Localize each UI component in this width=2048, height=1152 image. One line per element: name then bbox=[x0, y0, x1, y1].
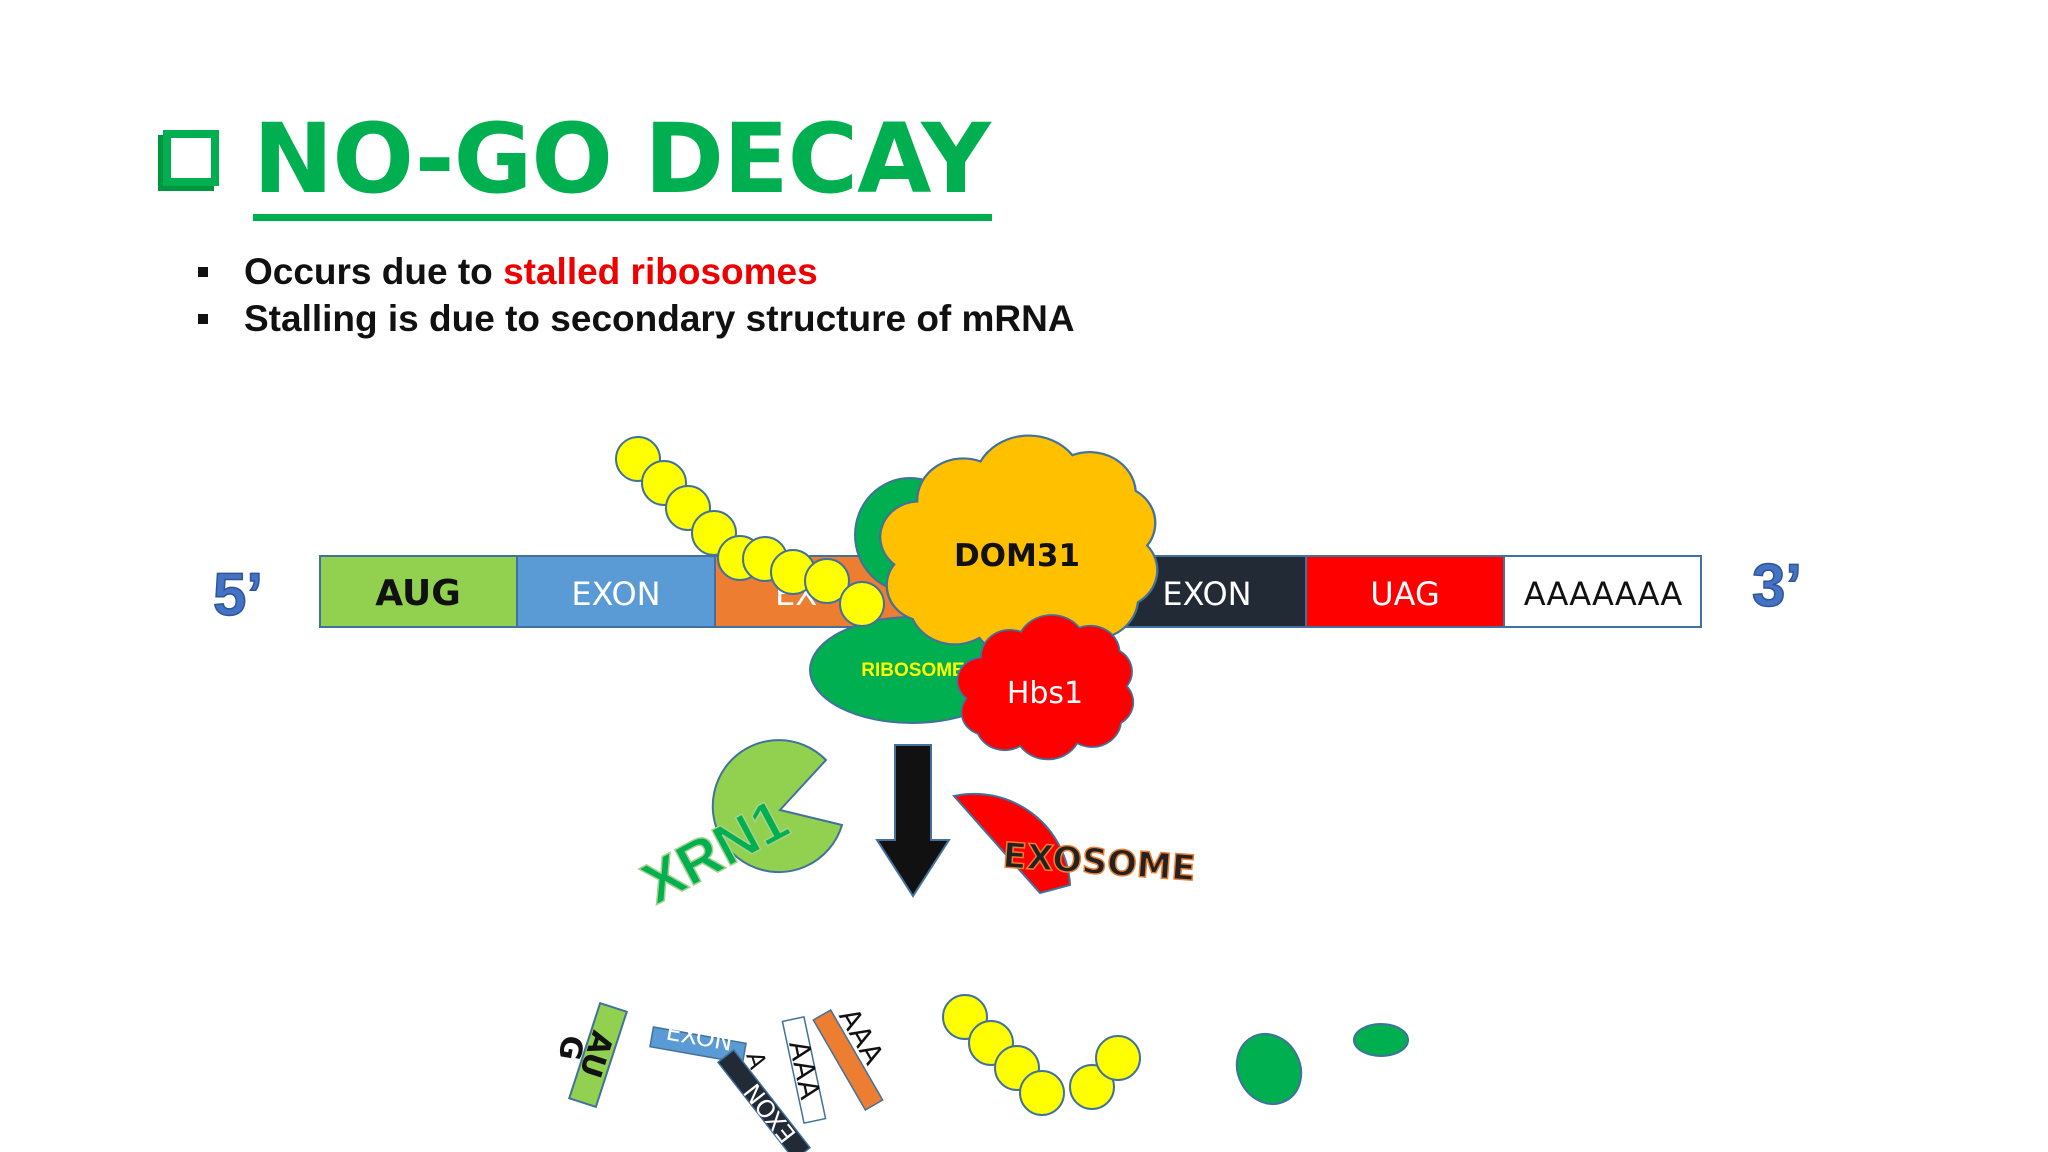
xrn1-shape bbox=[711, 739, 844, 874]
polya-label: AAAAAAA bbox=[1524, 575, 1683, 613]
five-prime-label: 5’ bbox=[213, 561, 263, 628]
bullet-item: Occurs due to stalled ribosomes bbox=[196, 248, 1075, 295]
released-ribosome-subunit bbox=[1235, 1033, 1303, 1105]
bullet-highlight: stalled ribosomes bbox=[503, 251, 818, 292]
bullet-text: Occurs due to bbox=[244, 251, 504, 292]
fragment-aaa-orange: AAA bbox=[812, 1002, 890, 1112]
hbs1-label: Hbs1 bbox=[1007, 676, 1083, 711]
dom31-label: DOM31 bbox=[954, 538, 1080, 574]
bullet-marker bbox=[198, 267, 208, 277]
down-arrow-icon bbox=[875, 744, 951, 898]
released-ribosome-subunit bbox=[1353, 1023, 1409, 1057]
bullet-text: Stalling is due to secondary structure o… bbox=[244, 298, 1075, 339]
checkbox-icon bbox=[163, 130, 219, 186]
released-peptide bbox=[942, 994, 1141, 1116]
fragment-exon-blue: EXON bbox=[649, 1018, 747, 1064]
aug-label: AUG bbox=[375, 573, 461, 614]
bullet-item: Stalling is due to secondary structure o… bbox=[196, 295, 1075, 342]
exosome-shape bbox=[952, 792, 1072, 895]
three-prime-label: 3’ bbox=[1752, 552, 1802, 619]
exon-label: EXON bbox=[1162, 575, 1251, 613]
fragment-aug: AU bbox=[567, 1001, 629, 1109]
bullet-list: Occurs due to stalled ribosomes Stalling… bbox=[196, 248, 1075, 342]
exon-label: EXON bbox=[571, 575, 660, 613]
exon-segment-blue bbox=[516, 555, 716, 628]
uag-label: UAG bbox=[1370, 575, 1440, 613]
slide-title: NO-GO DECAY bbox=[253, 104, 992, 221]
polya-segment bbox=[1503, 555, 1702, 628]
peptide-chain bbox=[615, 436, 885, 627]
uag-segment bbox=[1305, 555, 1505, 628]
fragment-g-label: G bbox=[551, 1033, 590, 1063]
degraded-fragments: AU G EXON EXON A AAA AAA bbox=[551, 994, 1409, 1152]
ribosome-label: RIBOSOME bbox=[861, 660, 964, 681]
bullet-marker bbox=[198, 314, 208, 324]
fragment-aaa-label: AAA bbox=[782, 1038, 827, 1103]
aug-segment bbox=[319, 555, 518, 628]
